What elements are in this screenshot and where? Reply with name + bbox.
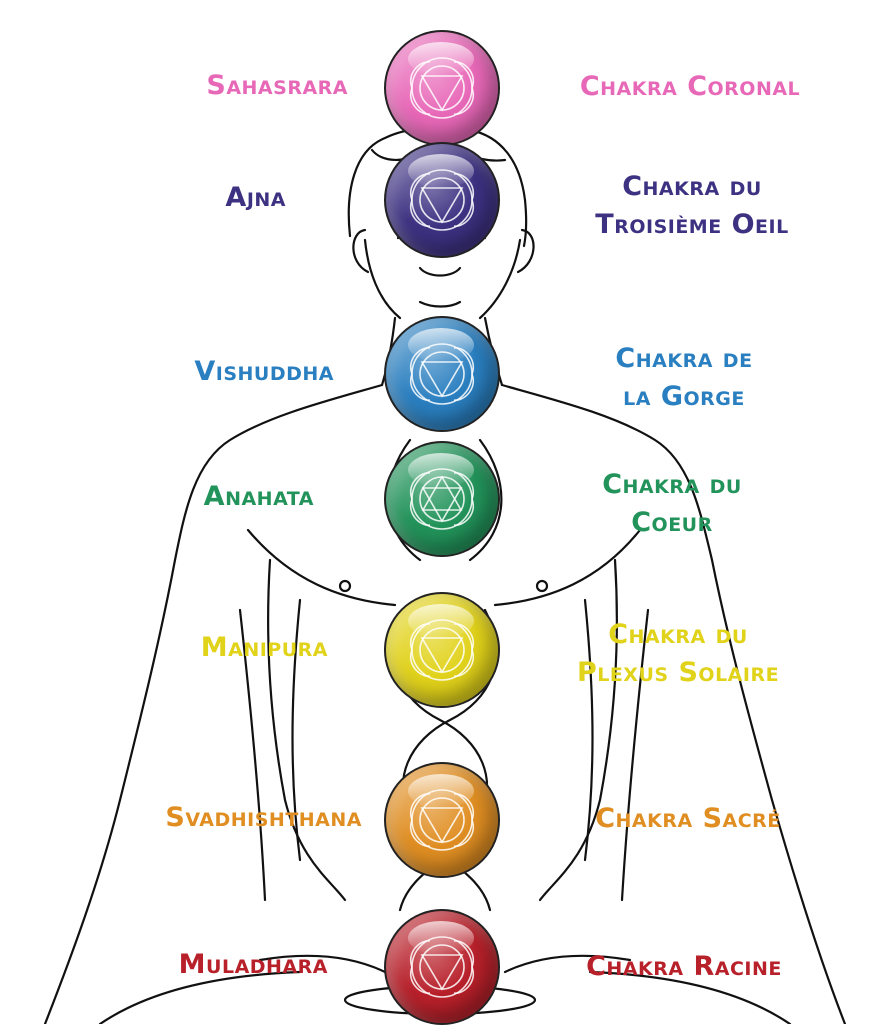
french-label-line: Chakra du (608, 619, 748, 650)
orb-highlight (408, 154, 474, 188)
french-label: Chakra Sacré (595, 800, 781, 838)
sanskrit-label: Muladhara (178, 949, 328, 980)
french-label-line: Troisième Oeil (595, 209, 789, 240)
chakra-orb-5 (384, 592, 500, 708)
orb-highlight (408, 774, 474, 808)
french-label: Chakra du Coeur (602, 466, 742, 542)
french-label-line: la Gorge (623, 381, 745, 412)
chakra-orb-2 (384, 142, 500, 258)
sanskrit-label: Sahasrara (206, 70, 348, 101)
orb-highlight (408, 921, 474, 955)
sanskrit-label: Anahata (203, 481, 314, 512)
french-label-line: Plexus Solaire (576, 657, 780, 688)
orb-highlight (408, 453, 474, 487)
french-label: Chakra de la Gorge (615, 340, 752, 416)
french-label: Chakra du Plexus Solaire (577, 616, 779, 692)
chakra-orb-3 (384, 316, 500, 432)
chakra-orb-1 (384, 30, 500, 146)
chakra-orb-7 (384, 909, 500, 1025)
chakra-orb-4 (384, 441, 500, 557)
orb-highlight (408, 604, 474, 638)
french-label: Chakra du Troisième Oeil (595, 168, 788, 244)
french-label-line: Chakra de (615, 343, 753, 374)
sanskrit-label: Svadhishthana (165, 802, 362, 833)
french-label-line: Chakra du (622, 171, 762, 202)
sanskrit-label: Ajna (225, 182, 286, 213)
orb-highlight (408, 328, 474, 362)
chakra-orb-6 (384, 762, 500, 878)
french-label: Chakra Coronal (580, 68, 800, 106)
french-label-line: Chakra Sacré (595, 803, 781, 834)
french-label-line: Chakra Coronal (579, 71, 801, 102)
french-label: Chakra Racine (586, 948, 782, 986)
orb-highlight (408, 42, 474, 76)
french-label-line: Chakra du (602, 469, 742, 500)
sanskrit-label: Manipura (200, 632, 328, 663)
french-label-line: Coeur (631, 507, 713, 538)
sanskrit-label: Vishuddha (194, 356, 334, 387)
chakra-symbol-icon (409, 789, 475, 851)
french-label-line: Chakra Racine (586, 951, 782, 982)
